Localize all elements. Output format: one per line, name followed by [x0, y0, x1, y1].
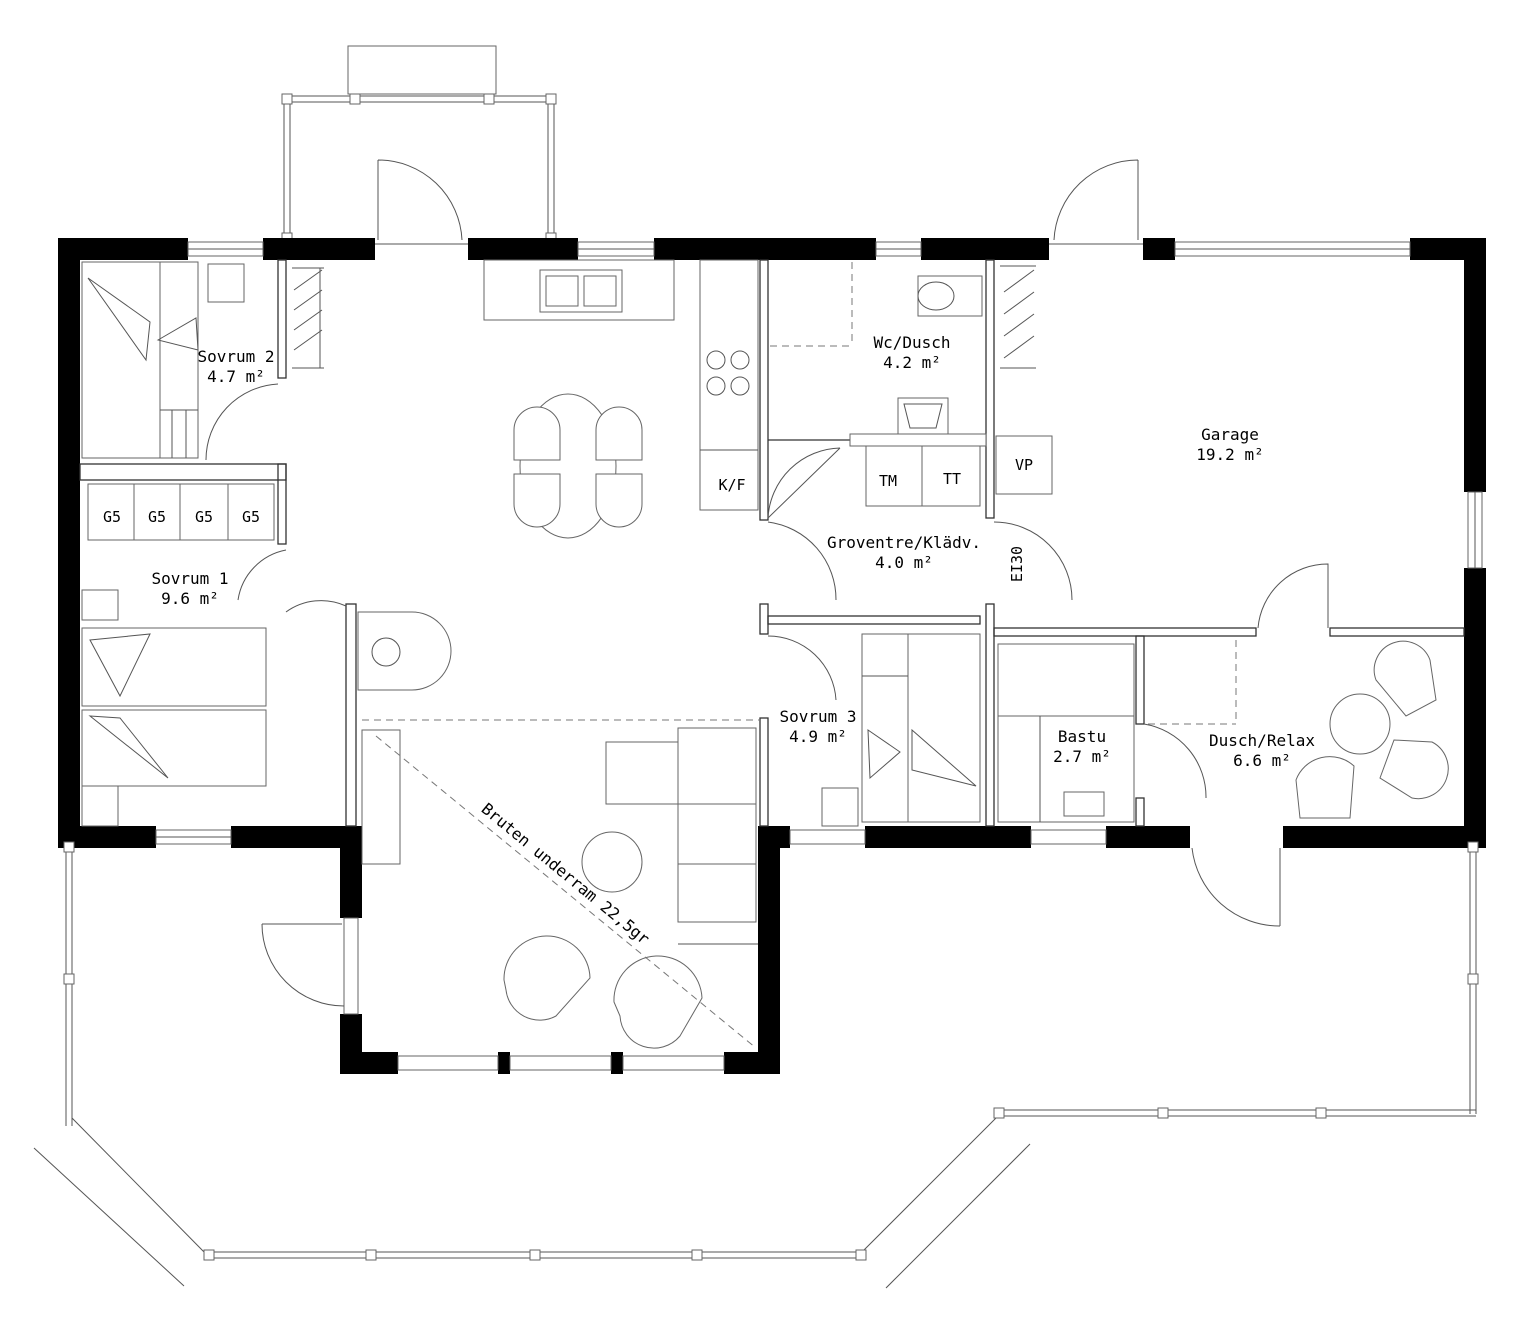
- wc-dusch-fixtures: [770, 262, 1053, 507]
- fireplace: [357, 611, 452, 691]
- sovrum2-furniture: [81, 261, 324, 459]
- wc-wardrobe: [1000, 265, 1036, 369]
- wc-dusch-area: 4.2 m²: [883, 353, 941, 372]
- kitchen: [483, 259, 759, 539]
- wardrobes: [87, 483, 275, 541]
- bastu-name: Bastu: [1058, 727, 1106, 746]
- vp-label: VP: [1015, 456, 1033, 474]
- sovrum3-area: 4.9 m²: [789, 727, 847, 746]
- wardrobe-label: G5: [103, 508, 121, 526]
- sovrum3-furniture: [821, 633, 981, 827]
- sovrum3-name: Sovrum 3: [779, 707, 856, 726]
- sovrum2-area: 4.7 m²: [207, 367, 265, 386]
- wardrobe-label: G5: [242, 508, 260, 526]
- wc-dusch-name: Wc/Dusch: [873, 333, 950, 352]
- entrance-porch: [281, 45, 557, 244]
- tt-label: TT: [943, 470, 961, 488]
- wardrobe-label: G5: [195, 508, 213, 526]
- bastu-fixtures: [997, 643, 1135, 823]
- room-labels: Sovrum 2 4.7 m² Wc/Dusch 4.2 m² Garage 1…: [151, 333, 1315, 770]
- windows: [155, 241, 1483, 1071]
- sovrum2-wardrobe: [292, 267, 324, 369]
- sovrum1-furniture: [81, 589, 267, 827]
- ei30-label: EI30: [1008, 546, 1026, 582]
- groventre-area: 4.0 m²: [875, 553, 933, 572]
- terrace-railings: [33, 841, 1479, 1289]
- garage-area: 19.2 m²: [1196, 445, 1263, 464]
- exterior-doors: [261, 159, 1281, 1007]
- interior-doors: [205, 383, 1329, 799]
- sovrum2-name: Sovrum 2: [197, 347, 274, 366]
- living-room-furniture: [361, 719, 760, 1049]
- dusch-relax-name: Dusch/Relax: [1209, 731, 1315, 750]
- bastu-area: 2.7 m²: [1053, 747, 1111, 766]
- dusch-relax-fixtures: [1148, 640, 1449, 819]
- exterior-walls: [58, 238, 1486, 1074]
- garage-name: Garage: [1201, 425, 1259, 444]
- wardrobe-label: G5: [148, 508, 166, 526]
- tm-label: TM: [879, 472, 897, 490]
- groventre-name: Groventre/Klädv.: [827, 533, 981, 552]
- dusch-relax-area: 6.6 m²: [1233, 751, 1291, 770]
- kf-label: K/F: [718, 476, 745, 494]
- sovrum1-name: Sovrum 1: [151, 569, 228, 588]
- sovrum1-area: 9.6 m²: [161, 589, 219, 608]
